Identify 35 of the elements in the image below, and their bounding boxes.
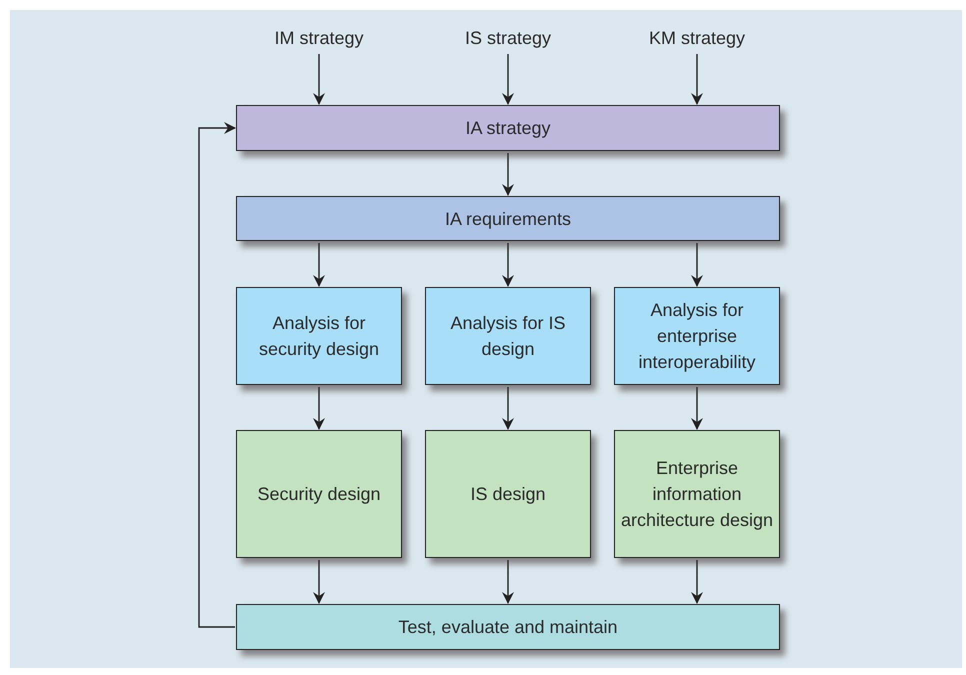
arrow xyxy=(502,243,514,287)
arrow xyxy=(198,122,236,628)
process-box xyxy=(236,430,402,558)
arrow xyxy=(313,387,325,430)
box-label: IA strategy xyxy=(464,117,552,140)
box-label: Analysis for IS design xyxy=(449,312,567,361)
arrow xyxy=(691,54,703,105)
arrow xyxy=(502,153,514,196)
process-box xyxy=(236,105,780,151)
process-box xyxy=(236,196,780,241)
input-label: IM strategy xyxy=(273,27,365,50)
arrow xyxy=(691,387,703,430)
box-label: Analysis for security design xyxy=(258,312,380,361)
process-box xyxy=(614,430,780,558)
arrow xyxy=(691,560,703,604)
box-label: IA requirements xyxy=(444,208,572,231)
arrow xyxy=(502,387,514,430)
arrow xyxy=(502,560,514,604)
box-label: Analysis for enterprise interoperability xyxy=(637,299,757,374)
arrow xyxy=(313,243,325,287)
box-label: Enterprise information architecture design xyxy=(620,457,774,532)
process-box xyxy=(236,287,402,385)
box-label: Test, evaluate and maintain xyxy=(397,616,619,639)
box-label: Security design xyxy=(256,483,382,506)
arrow xyxy=(313,560,325,604)
arrow xyxy=(691,243,703,287)
arrow xyxy=(502,54,514,105)
input-label: IS strategy xyxy=(464,27,552,50)
input-label: KM strategy xyxy=(648,27,746,50)
process-box xyxy=(425,430,591,558)
box-label: IS design xyxy=(469,483,547,506)
arrow xyxy=(313,54,325,105)
process-box xyxy=(236,604,780,650)
process-box xyxy=(614,287,780,385)
process-box xyxy=(425,287,591,385)
